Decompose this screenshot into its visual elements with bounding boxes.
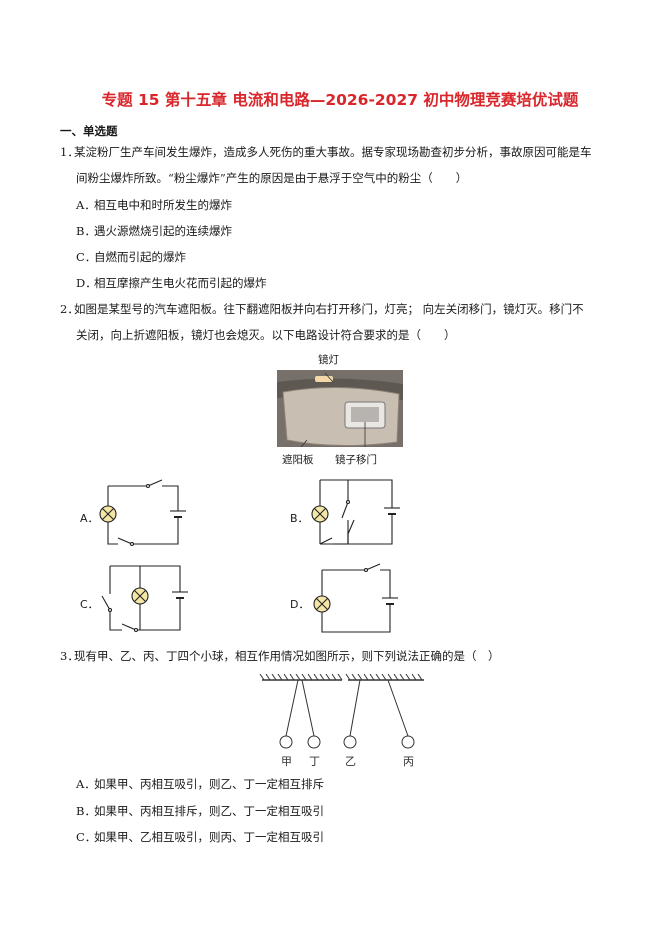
sun-visor-photo [277,370,403,447]
hanging-balls-diagram [259,673,424,749]
question-number: 3． [60,649,79,663]
sun-visor-drawing [277,370,403,447]
question-text-continued: 关闭，向上折遮阳板，镜灯也会熄灭。以下电路设计符合要求的是（ ） [76,328,456,342]
option-c: C．自燃而引起的爆炸 [76,250,186,264]
option-b: B．如果甲、丙相互排斥，则乙、丁一定相互吸引 [76,804,324,818]
section-heading: 一、单选题 [60,124,118,138]
option-a: A．如果甲、丙相互吸引，则乙、丁一定相互排斥 [76,777,324,791]
circuit-d [313,563,398,633]
lamp-label: 镜灯 [318,354,339,366]
option-b-letter: B． [290,512,309,525]
question-number: 1． [60,145,79,159]
ball-label-jia: 甲 [281,755,292,768]
option-c: C．如果甲、乙相互吸引，则丙、丁一定相互吸引 [76,830,324,844]
page-title: 专题 15 第十五章 电流和电路—2026-2027 初中物理竞赛培优试题 [101,91,579,109]
question-text: 某淀粉厂生产车间发生爆炸，造成多人死伤的重大事故。据专家现场勘查初步分析，事故原… [74,145,592,159]
option-d: D．相互摩擦产生电火花而引起的爆炸 [76,276,267,290]
option-a: A．相互电中和时所发生的爆炸 [76,198,232,212]
question-1: 1．某淀粉厂生产车间发生爆炸，造成多人死伤的重大事故。据专家现场勘查初步分析，事… [60,146,592,159]
ball-label-ding: 丁 [309,755,320,768]
option-a-letter: A． [80,512,99,525]
option-b: B．遇火源燃烧引起的连续爆炸 [76,224,232,238]
circuit-b [311,479,400,545]
question-2: 2．如图是某型号的汽车遮阳板。往下翻遮阳板并向右打开移门，灯亮； 向左关闭移门，… [60,303,584,316]
question-text: 如图是某型号的汽车遮阳板。往下翻遮阳板并向右打开移门，灯亮； 向左关闭移门，镜灯… [74,302,584,316]
question-text-continued: 间粉尘爆炸所致。“粉尘爆炸”产生的原因是由于悬浮于空气中的粉尘（ ） [76,171,468,185]
mirror-door-label: 镜子移门 [335,454,377,466]
ball-label-yi: 乙 [345,755,356,768]
option-d-letter: D． [290,598,310,611]
question-text: 现有甲、乙、丙、丁四个小球，相互作用情况如图所示，则下列说法正确的是（ ） [74,649,500,663]
visor-label: 遮阳板 [282,454,314,466]
ball-label-bing: 丙 [403,755,414,768]
option-c-letter: C． [80,598,99,611]
circuit-c [101,565,188,633]
question-3: 3．现有甲、乙、丙、丁四个小球，相互作用情况如图所示，则下列说法正确的是（ ） [60,650,500,663]
question-number: 2． [60,302,79,316]
circuit-a [99,479,186,547]
